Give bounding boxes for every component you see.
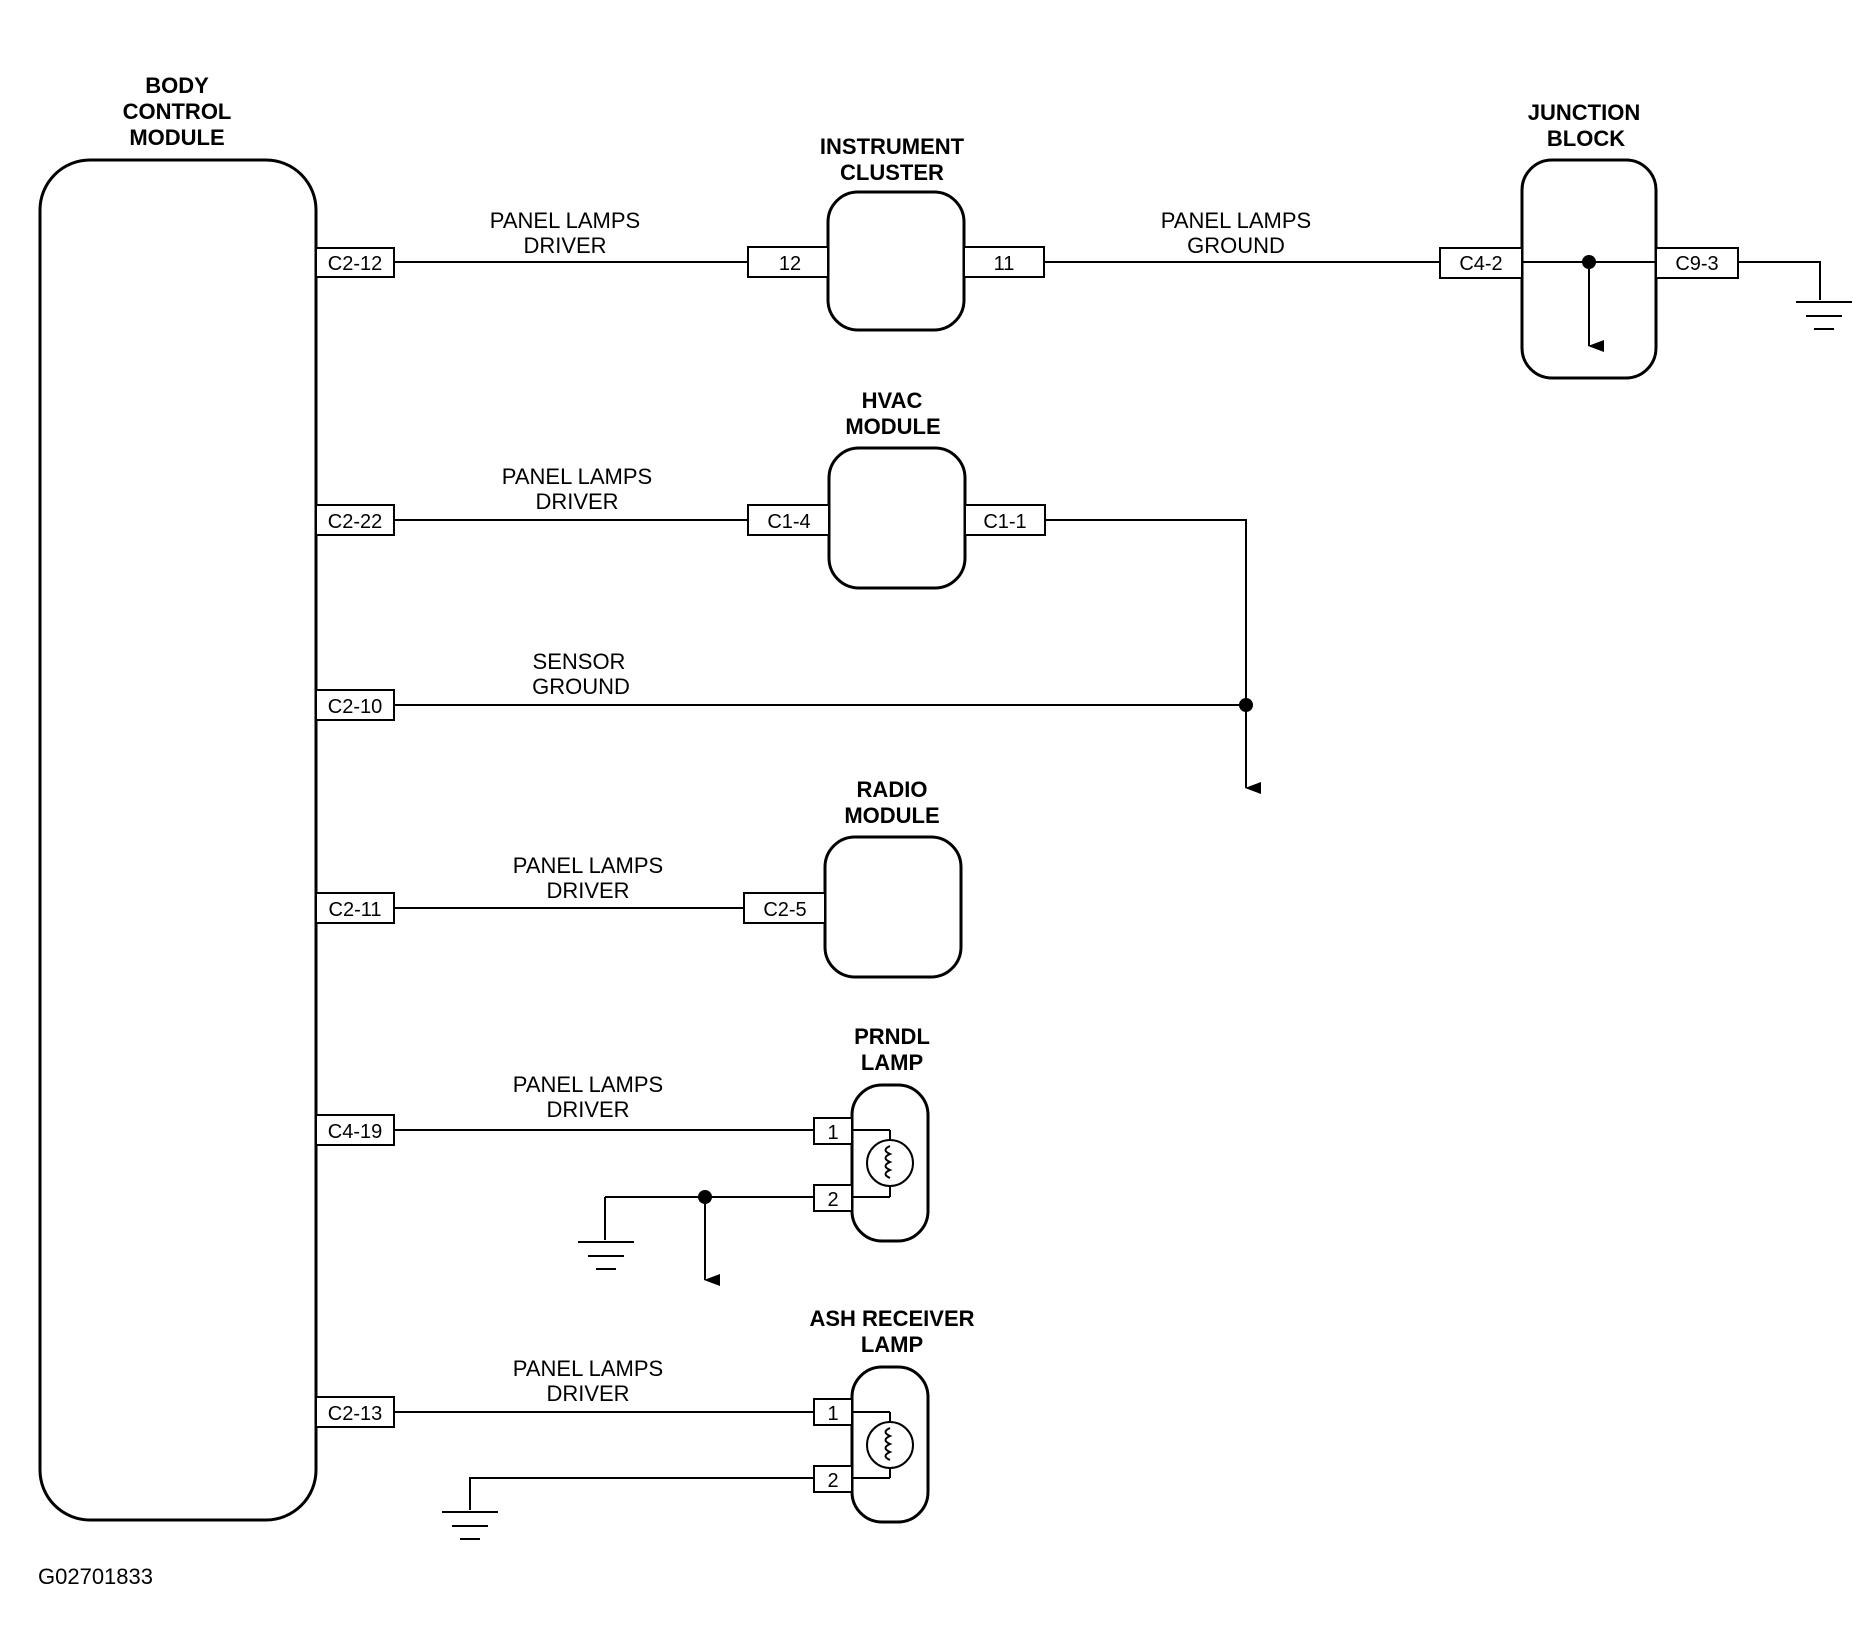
circuit-prndl-driver-line1: PANEL LAMPS [513,1072,663,1097]
circuit-instrument-cluster: C2-12 PANEL LAMPS DRIVER INSTRUMENT CLUS… [315,100,1852,380]
bulb-icon [852,1129,914,1198]
circuit-hvac: C2-22 PANEL LAMPS DRIVER HVAC MODULE C1-… [315,388,1247,706]
pin-bcm-c2-12 [315,247,395,278]
pin-radio-c2-5-label: C2-5 [763,899,806,921]
ash-title-line2: LAMP [861,1332,923,1357]
ground-icon [578,1241,634,1270]
pin-bcm-c2-12-label: C2-12 [328,253,382,275]
pin-ash-1-label: 1 [827,1403,838,1425]
hvac-module-box [827,446,967,590]
circuit-ic-ground-line2: GROUND [1187,233,1285,258]
pin-bcm-c2-11 [315,892,395,924]
circuit-ic-driver-line1: PANEL LAMPS [490,208,640,233]
circuit-radio: C2-11 PANEL LAMPS DRIVER RADIO MODULE C2… [315,777,963,979]
bulb-icon [852,1411,914,1479]
pin-prndl-2-label: 2 [827,1189,838,1211]
circuit-ash-driver-line2: DRIVER [546,1381,629,1406]
pin-hvac-c1-1 [964,504,1046,536]
pin-jb-c9-3-label: C9-3 [1675,253,1718,275]
pin-bcm-c4-19-label: C4-19 [328,1121,382,1143]
circuit-ash-receiver-lamp: C2-13 PANEL LAMPS DRIVER ASH RECEIVER LA… [315,1306,975,1540]
hvac-title-line2: MODULE [845,414,940,439]
circuit-ic-driver-line2: DRIVER [523,233,606,258]
bcm-box [38,158,318,1522]
circuit-prndl-driver-line2: DRIVER [546,1097,629,1122]
circuit-ic-ground-line1: PANEL LAMPS [1161,208,1311,233]
instrument-cluster-box [826,190,966,332]
figure-id: G02701833 [38,1564,153,1589]
pin-ic-12 [747,246,829,278]
pin-ic-11 [963,246,1045,278]
ground-icon [1796,301,1852,330]
ash-title-line1: ASH RECEIVER [809,1306,974,1331]
hvac-title-line1: HVAC [862,388,923,413]
circuit-radio-driver-line1: PANEL LAMPS [513,853,663,878]
circuit-radio-driver-line2: DRIVER [546,878,629,903]
pin-hvac-c1-4-label: C1-4 [767,511,810,533]
radio-module-box [823,835,963,979]
radio-title-line2: MODULE [844,803,939,828]
pin-jb-c9-3 [1655,247,1739,279]
prndl-title-line1: PRNDL [854,1024,930,1049]
instrument-cluster-title-line2: CLUSTER [840,160,944,185]
pin-prndl-1-label: 1 [827,1122,838,1144]
pin-bcm-c2-13-label: C2-13 [328,1403,382,1425]
circuit-sensor-ground-line2: GROUND [532,674,630,699]
pin-radio-c2-5 [743,892,826,924]
circuit-sensor-ground-line1: SENSOR [533,649,626,674]
pin-ic-11-label: 11 [994,253,1015,275]
pin-prndl-2 [813,1184,853,1212]
radio-title-line1: RADIO [857,777,928,802]
pin-hvac-c1-1-label: C1-1 [983,511,1026,533]
pin-bcm-c2-10 [315,689,395,721]
circuit-hvac-driver-line1: PANEL LAMPS [502,464,652,489]
circuit-prndl-lamp: C4-19 PANEL LAMPS DRIVER PRNDL LAMP 1 2 [315,1024,930,1286]
pin-ic-12-label: 12 [779,253,801,275]
pin-jb-c4-2-label: C4-2 [1459,253,1502,275]
body-control-module: BODY CONTROL MODULE [38,73,318,1522]
pin-bcm-c2-11-label: C2-11 [329,899,382,921]
pin-bcm-c4-19 [315,1114,395,1146]
pin-ash-2-label: 2 [827,1470,838,1492]
bcm-title-line1: BODY [145,73,209,98]
junction-block-title-line1: JUNCTION [1528,100,1640,125]
pin-bcm-c2-10-label: C2-10 [328,696,382,718]
pin-hvac-c1-4 [747,504,830,536]
circuit-hvac-driver-line2: DRIVER [535,489,618,514]
circuit-sensor-ground: C2-10 SENSOR GROUND [315,649,1261,794]
bcm-title-line2: CONTROL [123,99,232,124]
bcm-title-line3: MODULE [129,125,224,150]
pin-bcm-c2-13 [315,1396,395,1428]
instrument-cluster-title-line1: INSTRUMENT [820,134,965,159]
junction-block-title-line2: BLOCK [1547,126,1625,151]
pin-bcm-c2-22 [315,504,395,536]
ground-icon [442,1511,498,1540]
prndl-title-line2: LAMP [861,1050,923,1075]
pin-bcm-c2-22-label: C2-22 [328,511,382,533]
circuit-ash-driver-line1: PANEL LAMPS [513,1356,663,1381]
